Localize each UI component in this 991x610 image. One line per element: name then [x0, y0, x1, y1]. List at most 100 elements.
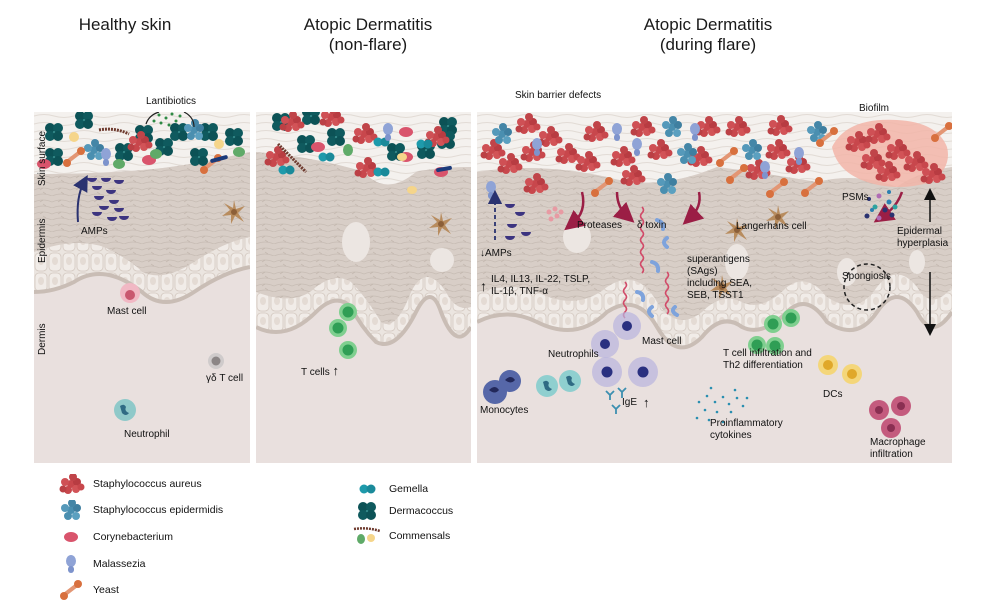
neutrophil-healthy [114, 399, 136, 421]
dcs-label: DCs [823, 389, 843, 400]
legend-item-malassezia: Malassezia [57, 554, 146, 574]
label-skin-surface: Skin surface [37, 130, 48, 186]
dendritic-cells [818, 355, 862, 384]
lantibiotics-dots [152, 112, 182, 127]
macrophage-line1: Macrophage [870, 437, 926, 448]
proteases-label: Proteases [577, 220, 623, 231]
proinflammatory-dots [695, 386, 749, 424]
spongiosis-label: Spongiosis [842, 271, 891, 282]
nonflare-illustration [256, 112, 471, 463]
lantibiotics-label-outer: Lantibiotics [146, 96, 197, 107]
title-ad-nonflare-line1: Atopic Dermatitis [303, 15, 433, 34]
monocytes-label: Monocytes [480, 405, 529, 416]
mast-cell-label-flare: Mast cell [642, 336, 682, 347]
legend-item-yeast: Yeast [57, 580, 119, 600]
malassezia-icon [66, 555, 76, 573]
cytokines-up-label: ↑ IL4, IL13, IL-22, TSLP, IL-1β, TNF-α [480, 274, 590, 298]
cytokines-up-arrow: ↑ [480, 278, 487, 294]
corynebacterium-icon [64, 532, 78, 542]
neutrophils-flare [536, 370, 581, 397]
ige-label: IgE ↑ [622, 395, 650, 410]
panel-healthy-skin: Lantibiotics AMPs Mast cell γδ T cell Ne… [34, 112, 250, 463]
gd-t-cell [208, 353, 224, 369]
panel-ad-nonflare: T cells ↑ [256, 112, 471, 463]
psms-dots [864, 190, 898, 221]
epidermal-line2: hyperplasia [897, 238, 949, 249]
macrophages [869, 396, 911, 438]
amps-label: AMPs [81, 226, 108, 237]
legend-label: Malassezia [93, 558, 146, 570]
amp-particles [87, 178, 129, 221]
yeast-icon [58, 580, 84, 600]
epidermal-line1: Epidermal [897, 226, 943, 237]
superantigens-label: superantigens (SAgs) including SEA, SEB,… [687, 254, 752, 302]
legend-label: Gemella [389, 483, 429, 495]
legend-label: Commensals [389, 530, 451, 542]
legend-label: Staphylococcus aureus [93, 478, 202, 490]
legend-item-corynebacterium: Corynebacterium [57, 527, 173, 547]
legend-label: Corynebacterium [93, 531, 173, 543]
neutrophil-label-healthy: Neutrophil [124, 429, 170, 440]
title-ad-flare: Atopic Dermatitis (during flare) [608, 15, 808, 55]
amps-down-label: ↓AMPs [480, 248, 512, 259]
legend-label: Dermacoccus [389, 505, 454, 517]
legend-label: Staphylococcus epidermidis [93, 504, 224, 516]
tcell-line1: T cell infiltration and [723, 348, 812, 359]
delta-toxin-label: δ toxin [637, 220, 667, 231]
mast-cells-flare [591, 312, 658, 387]
title-ad-flare-line2: (during flare) [659, 35, 757, 54]
legend-item-dermacoccus: Dermacoccus [353, 501, 453, 521]
macrophage-label: Macrophage infiltration [870, 437, 926, 461]
ige-text: IgE [622, 397, 638, 408]
t-cells-text: T cells [301, 367, 330, 378]
cytokines-line1: IL4, IL13, IL-22, TSLP, [491, 274, 591, 285]
basal-layer [34, 237, 250, 302]
title-ad-flare-line1: Atopic Dermatitis [643, 15, 773, 34]
skin-barrier-defects-label: Skin barrier defects [515, 90, 602, 101]
monocytes [483, 370, 521, 404]
superantigens-line4: SEB, TSST1 [687, 290, 744, 301]
healthy-skin-illustration [34, 112, 250, 463]
label-dermis: Dermis [37, 323, 48, 355]
superantigens-line1: superantigens [687, 254, 750, 265]
mast-cell-healthy [120, 283, 140, 303]
tcell-line2: Th2 differentiation [723, 360, 803, 371]
ige-antibodies [605, 387, 627, 414]
spongiosis-circle [843, 263, 891, 311]
langerhans-label: Langerhans cell [736, 221, 807, 232]
legend-item-staph-epidermidis: Staphylococcus epidermidis [57, 500, 223, 520]
legend-label: Yeast [93, 584, 119, 596]
title-ad-nonflare: Atopic Dermatitis (non-flare) [278, 15, 458, 55]
proinflam-line2: cytokines [710, 430, 752, 441]
dermacoccus-icon [358, 502, 376, 520]
commensals-icon [353, 527, 381, 544]
superantigens-line2: (SAgs) [687, 266, 718, 277]
t-cells-label: T cells ↑ [301, 363, 340, 379]
gd-t-cell-label: γδ T cell [206, 373, 244, 384]
proinflam-line1: Proinflammatory [710, 418, 783, 429]
staph-aureus-icon [59, 474, 85, 494]
mast-cell-label-healthy: Mast cell [107, 306, 147, 317]
amps-up-arrow [73, 174, 88, 223]
t-cells-up-arrow: ↑ [332, 363, 340, 378]
superantigens-line3: including SEA, [687, 278, 753, 289]
flare-illustration [477, 112, 952, 463]
epidermal-hyperplasia-label: Epidermal hyperplasia [897, 226, 948, 250]
legend-item-gemella: Gemella [353, 479, 428, 499]
ige-up-arrow: ↑ [643, 395, 650, 410]
panel-ad-flare: Proteases δ toxin ↓AMPs ↑ IL4, IL13, IL-… [477, 112, 952, 463]
title-healthy-skin: Healthy skin [78, 15, 172, 34]
label-epidermis: Epidermis [37, 218, 48, 263]
proinflammatory-label: Proinflammatory cytokines [710, 418, 783, 442]
macrophage-line2: infiltration [870, 449, 913, 460]
psms-label: PSMs [842, 192, 869, 203]
biofilm-label: Biofilm [859, 103, 890, 114]
legend-item-staph-aureus: Staphylococcus aureus [57, 474, 202, 494]
t-cell-infiltration-label: T cell infiltration and Th2 differentiat… [723, 348, 812, 372]
staph-epidermidis-icon [61, 500, 81, 520]
cytokines-line2: IL-1β, TNF-α [491, 286, 549, 297]
gemella-icon [359, 484, 376, 494]
title-ad-nonflare-line2: (non-flare) [328, 35, 408, 54]
neutrophils-label: Neutrophils [548, 349, 599, 360]
legend-item-commensals: Commensals [353, 526, 450, 546]
